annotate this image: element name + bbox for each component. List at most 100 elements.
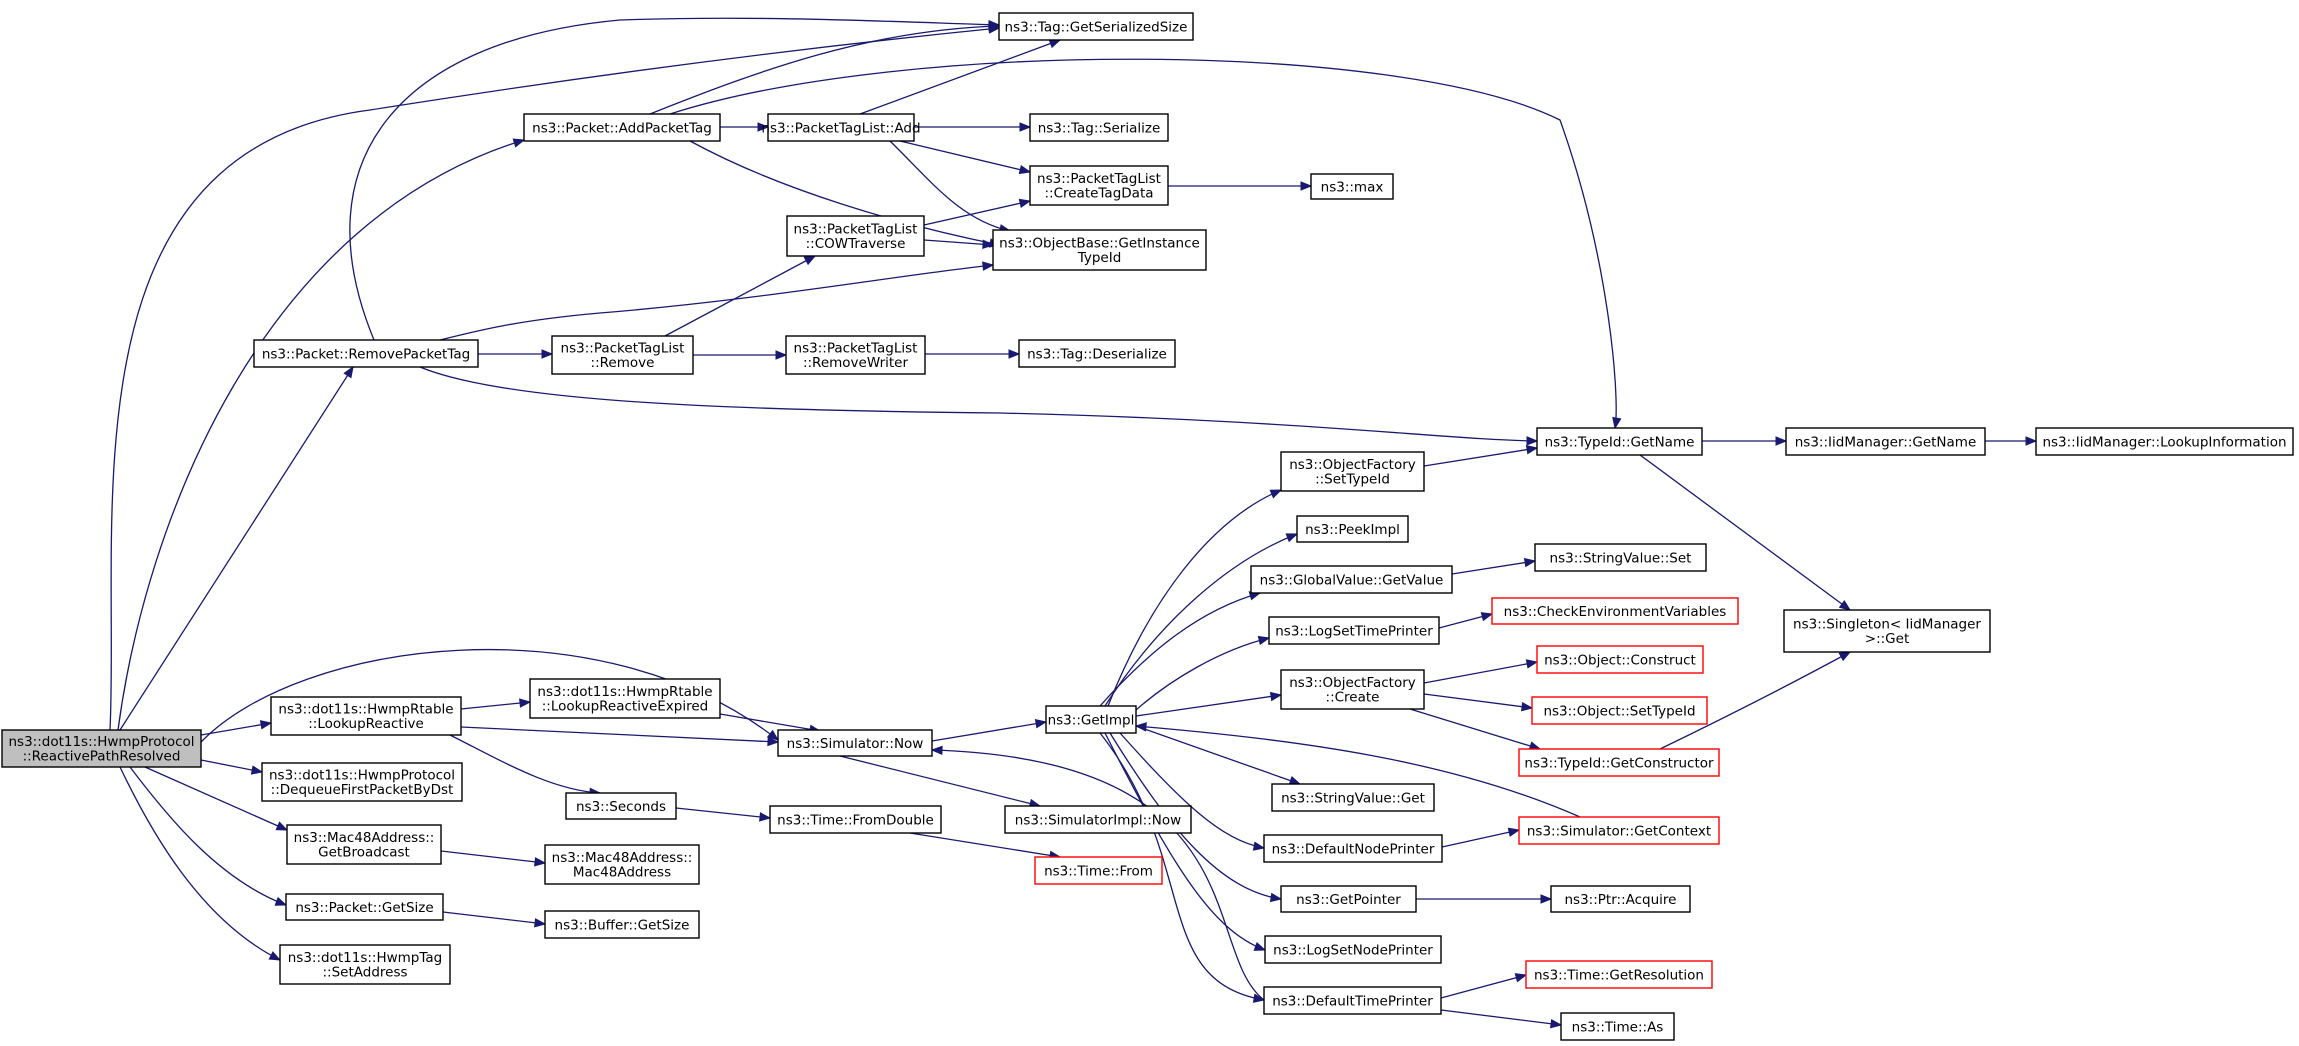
node-box[interactable] — [279, 944, 451, 985]
node-box[interactable] — [270, 696, 462, 736]
node-box[interactable] — [1536, 427, 1703, 456]
node-svset[interactable]: ns3::StringValue::Set — [1534, 543, 1707, 572]
node-objstid[interactable]: ns3::Object::SetTypeId — [1531, 696, 1708, 725]
node-svget[interactable]: ns3::StringValue::Get — [1271, 783, 1435, 812]
node-logsnp[interactable]: ns3::LogSetNodePrinter — [1264, 935, 1442, 964]
node-seconds[interactable]: ns3::Seconds — [565, 792, 677, 820]
node-box[interactable] — [1783, 609, 1991, 653]
node-simimplnow[interactable]: ns3::SimulatorImpl::Now — [1004, 805, 1192, 834]
node-ptladd[interactable]: ns3::PacketTagList::Add — [761, 113, 921, 142]
node-getimpl[interactable]: ns3::GetImpl — [1045, 705, 1137, 734]
node-dnp[interactable]: ns3::DefaultNodePrinter — [1263, 834, 1443, 863]
node-box[interactable] — [1045, 705, 1137, 734]
node-box[interactable] — [1268, 616, 1440, 645]
node-box[interactable] — [1018, 339, 1176, 368]
node-iidname[interactable]: ns3::IidManager::GetName — [1785, 427, 1986, 456]
node-box[interactable] — [1263, 986, 1442, 1015]
node-bufsize[interactable]: ns3::Buffer::GetSize — [544, 910, 700, 939]
node-box[interactable] — [1263, 834, 1443, 863]
node-ctd[interactable]: ns3::PacketTagList::CreateTagData — [1029, 165, 1169, 206]
node-gvget[interactable]: ns3::GlobalValue::GetValue — [1250, 565, 1453, 594]
node-tas[interactable]: ns3::Time::As — [1560, 1012, 1675, 1041]
node-simctx[interactable]: ns3::Simulator::GetContext — [1518, 816, 1720, 845]
node-box[interactable] — [1531, 696, 1708, 725]
node-box[interactable] — [544, 844, 700, 885]
node-box[interactable] — [1280, 669, 1425, 710]
node-mac48[interactable]: ns3::Mac48Address::Mac48Address — [544, 844, 700, 885]
node-objcon[interactable]: ns3::Object::Construct — [1536, 645, 1704, 674]
node-box[interactable] — [992, 229, 1207, 271]
node-box[interactable] — [2035, 427, 2294, 456]
node-box[interactable] — [998, 12, 1194, 41]
node-root[interactable]: ns3::dot11s::HwmpProtocol::ReactivePathR… — [1, 729, 202, 768]
node-logstp[interactable]: ns3::LogSetTimePrinter — [1268, 616, 1440, 645]
node-rmw[interactable]: ns3::PacketTagList::RemoveWriter — [785, 335, 926, 375]
node-box[interactable] — [1004, 805, 1192, 834]
node-simnow[interactable]: ns3::Simulator::Now — [777, 729, 933, 757]
node-ptracq[interactable]: ns3::Ptr::Acquire — [1550, 885, 1691, 913]
node-box[interactable] — [1029, 165, 1169, 206]
node-box[interactable] — [1536, 645, 1704, 674]
node-box[interactable] — [1785, 427, 1986, 456]
node-lookexp[interactable]: ns3::dot11s::HwmpRtable::LookupReactiveE… — [529, 678, 721, 719]
node-iidlookup[interactable]: ns3::IidManager::LookupInformation — [2035, 427, 2294, 456]
node-box[interactable] — [1560, 1012, 1675, 1041]
node-tdes[interactable]: ns3::Tag::Deserialize — [1018, 339, 1176, 368]
node-box[interactable] — [286, 824, 442, 865]
node-hwmptag[interactable]: ns3::dot11s::HwmpTag::SetAddress — [279, 944, 451, 985]
node-rmtag[interactable]: ns3::Packet::RemovePacketTag — [253, 339, 479, 368]
node-peek[interactable]: ns3::PeekImpl — [1296, 515, 1409, 543]
node-box[interactable] — [565, 792, 677, 820]
node-box[interactable] — [544, 910, 700, 939]
node-box[interactable] — [261, 762, 463, 802]
node-box[interactable] — [1280, 451, 1425, 492]
node-box[interactable] — [777, 729, 933, 757]
node-ofcreate[interactable]: ns3::ObjectFactory::Create — [1280, 669, 1425, 710]
node-box[interactable] — [1550, 885, 1691, 913]
node-box[interactable] — [1518, 816, 1720, 845]
node-ofstid[interactable]: ns3::ObjectFactory::SetTypeId — [1280, 451, 1425, 492]
node-box[interactable] — [1, 729, 202, 768]
node-box[interactable] — [1310, 173, 1394, 200]
node-box[interactable] — [1491, 597, 1739, 625]
node-box[interactable] — [1525, 960, 1713, 989]
node-box[interactable] — [769, 805, 942, 834]
node-timefrom[interactable]: ns3::Time::From — [1034, 856, 1163, 885]
node-box[interactable] — [1518, 748, 1720, 777]
node-cow[interactable]: ns3::PacketTagList::COWTraverse — [786, 215, 925, 257]
node-box[interactable] — [1271, 783, 1435, 812]
node-box[interactable] — [1264, 935, 1442, 964]
node-box[interactable] — [285, 893, 444, 921]
node-addtag[interactable]: ns3::Packet::AddPacketTag — [523, 113, 721, 142]
node-tidgc[interactable]: ns3::TypeId::GetConstructor — [1518, 748, 1720, 777]
node-pktsize[interactable]: ns3::Packet::GetSize — [285, 893, 444, 921]
node-box[interactable] — [551, 335, 694, 375]
node-ptlrm[interactable]: ns3::PacketTagList::Remove — [551, 335, 694, 375]
node-singleton[interactable]: ns3::Singleton< IidManager >::Get — [1783, 609, 1991, 653]
node-box[interactable] — [767, 113, 915, 142]
node-tidname[interactable]: ns3::TypeId::GetName — [1536, 427, 1703, 456]
node-checkenv[interactable]: ns3::CheckEnvironmentVariables — [1491, 597, 1739, 625]
node-box[interactable] — [785, 335, 926, 375]
node-box[interactable] — [253, 339, 479, 368]
node-macbc[interactable]: ns3::Mac48Address::GetBroadcast — [286, 824, 442, 865]
node-max[interactable]: ns3::max — [1310, 173, 1394, 200]
node-fromdouble[interactable]: ns3::Time::FromDouble — [769, 805, 942, 834]
node-box[interactable] — [1534, 543, 1707, 572]
node-box[interactable] — [1034, 856, 1163, 885]
node-tgetres[interactable]: ns3::Time::GetResolution — [1525, 960, 1713, 989]
node-box[interactable] — [523, 113, 721, 142]
node-box[interactable] — [1250, 565, 1453, 594]
node-tser[interactable]: ns3::Tag::Serialize — [1029, 113, 1169, 142]
node-box[interactable] — [1296, 515, 1409, 543]
node-box[interactable] — [1280, 885, 1417, 913]
node-box[interactable] — [786, 215, 925, 257]
node-box[interactable] — [1029, 113, 1169, 142]
node-box[interactable] — [529, 678, 721, 719]
node-getptr[interactable]: ns3::GetPointer — [1280, 885, 1417, 913]
node-dtp[interactable]: ns3::DefaultTimePrinter — [1263, 986, 1442, 1015]
node-lookreact[interactable]: ns3::dot11s::HwmpRtable::LookupReactive — [270, 696, 462, 736]
node-tgss[interactable]: ns3::Tag::GetSerializedSize — [998, 12, 1194, 41]
node-deq[interactable]: ns3::dot11s::HwmpProtocol::DequeueFirstP… — [261, 762, 463, 802]
